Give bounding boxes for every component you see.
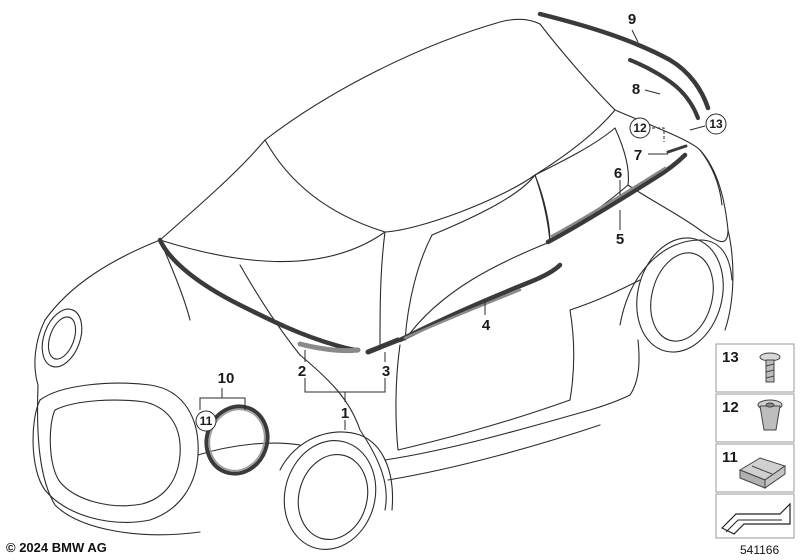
front-door bbox=[395, 309, 575, 451]
leader-12 bbox=[652, 127, 665, 142]
legend-label-11: 11 bbox=[722, 449, 738, 466]
part-7-seal[interactable] bbox=[666, 144, 688, 154]
side-window-front bbox=[404, 174, 551, 341]
copyright-notice: © 2024 BMW AG bbox=[6, 540, 107, 555]
front-grille bbox=[32, 382, 199, 523]
legend-cell-12[interactable] bbox=[715, 393, 795, 443]
headlight-inner bbox=[47, 316, 77, 360]
side-sill bbox=[384, 394, 631, 481]
callout-5[interactable]: 5 bbox=[616, 231, 624, 248]
front-fender bbox=[299, 354, 387, 511]
part-6-rear-window-trim-upper[interactable] bbox=[550, 166, 667, 238]
front-wheel-inner bbox=[297, 453, 369, 541]
callout-11[interactable]: 11 bbox=[200, 414, 213, 428]
front-wheel-arch bbox=[279, 431, 394, 511]
part-5-rear-window-trim-lower[interactable] bbox=[545, 152, 688, 245]
nut-clip-icon bbox=[757, 399, 783, 431]
car-body-outline bbox=[32, 18, 734, 550]
rear-wheel-outer bbox=[636, 237, 724, 353]
callout-2[interactable]: 2 bbox=[298, 363, 306, 380]
rear-wheel-arch bbox=[619, 239, 733, 326]
leader-10-bracket bbox=[199, 388, 246, 410]
callout-8[interactable]: 8 bbox=[632, 81, 640, 98]
roof-outline bbox=[264, 18, 616, 141]
a-pillar bbox=[379, 231, 386, 346]
callout-1[interactable]: 1 bbox=[341, 405, 349, 422]
part-3-a-pillar-trim[interactable] bbox=[365, 337, 401, 355]
front-wheel-outer bbox=[283, 440, 377, 550]
callout-7[interactable]: 7 bbox=[634, 147, 642, 164]
legend-cell-13[interactable] bbox=[715, 343, 795, 393]
grille-inner bbox=[49, 399, 181, 507]
callout-6[interactable]: 6 bbox=[614, 165, 622, 182]
callout-13[interactable]: 13 bbox=[709, 117, 723, 131]
leader-8 bbox=[644, 89, 661, 95]
leader-lines bbox=[199, 29, 706, 430]
rear-quarter bbox=[627, 184, 729, 242]
callout-12-circle bbox=[629, 117, 651, 139]
windshield-outline bbox=[159, 139, 386, 263]
callout-numbers: 1 2 3 4 5 6 7 8 9 10 11 12 13 bbox=[195, 11, 727, 432]
legend-label-12: 12 bbox=[722, 399, 739, 416]
rear-light bbox=[699, 149, 723, 206]
bracket-clip-icon bbox=[738, 457, 787, 489]
leader-9 bbox=[631, 29, 639, 43]
legend-label-13: 13 bbox=[722, 349, 739, 366]
door-handle-area bbox=[569, 279, 641, 311]
leader-1-bracket bbox=[304, 378, 386, 402]
part-2-windshield-lower-trim[interactable] bbox=[157, 237, 361, 353]
rear-body-lower bbox=[629, 229, 734, 396]
headlight bbox=[41, 308, 83, 368]
screw-clip-icon bbox=[759, 352, 781, 383]
part-4-trim-highlight bbox=[403, 288, 522, 340]
parts-legend: 13 12 11 bbox=[715, 343, 795, 539]
reference-arrow-icon bbox=[720, 502, 791, 535]
part-9-roof-edge-trim[interactable] bbox=[537, 11, 711, 111]
callout-13-circle bbox=[705, 113, 727, 135]
bonnet-outline bbox=[34, 239, 161, 386]
part-8-roof-trim[interactable] bbox=[628, 58, 700, 120]
leader-13 bbox=[689, 125, 706, 131]
part-4-door-trim[interactable] bbox=[397, 262, 563, 343]
part-2-trim-highlight bbox=[297, 341, 361, 354]
callout-12[interactable]: 12 bbox=[633, 121, 647, 135]
callout-3[interactable]: 3 bbox=[382, 363, 390, 380]
trim-parts bbox=[157, 11, 711, 476]
callout-9[interactable]: 9 bbox=[628, 11, 636, 28]
diagram-number: 541166 bbox=[740, 543, 780, 557]
rear-wheel-inner bbox=[650, 252, 714, 342]
roof-front-edge bbox=[264, 109, 616, 233]
callout-10[interactable]: 10 bbox=[218, 370, 235, 387]
callout-4[interactable]: 4 bbox=[482, 317, 491, 334]
part-10-ring-highlight bbox=[208, 408, 266, 472]
callout-11-circle bbox=[195, 410, 217, 432]
